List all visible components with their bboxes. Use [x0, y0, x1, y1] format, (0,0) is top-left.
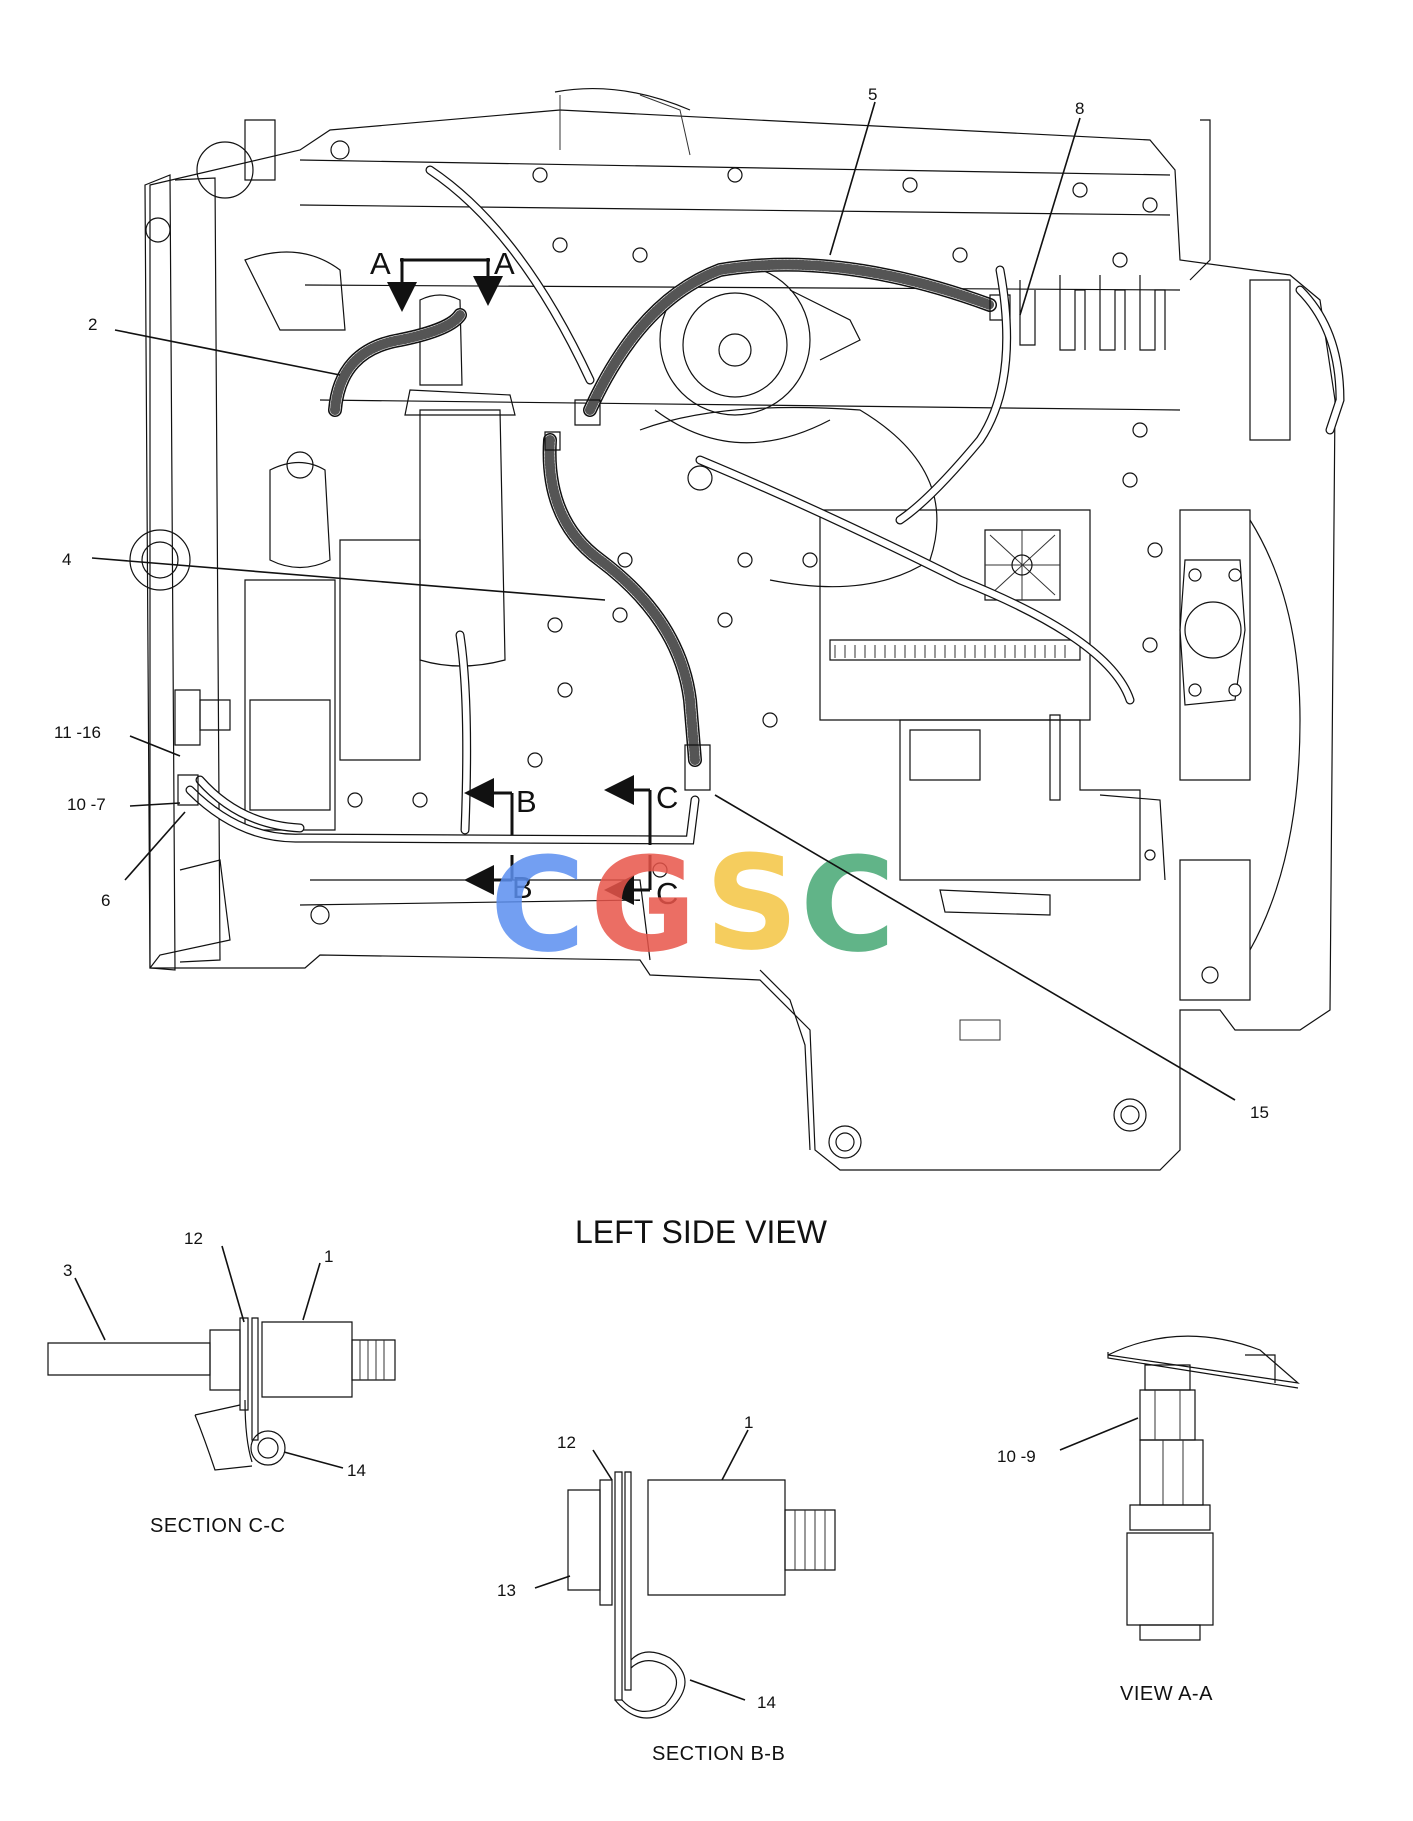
cooling-fins	[1019, 275, 1166, 351]
section-marker-a-right: A	[494, 246, 515, 281]
section-marker-b-upper: B	[516, 784, 537, 819]
callout-11-16: 11 -16	[54, 723, 101, 742]
section-b-b-detail	[567, 1471, 836, 1719]
section-c-c-leaders	[74, 1245, 344, 1469]
view-a-a-detail	[1107, 1335, 1300, 1641]
callout-10-7: 10 -7	[67, 795, 106, 814]
watermark-letter-3: S	[705, 827, 799, 979]
callout-5: 5	[868, 85, 877, 104]
caption-section-b-b: SECTION B-B	[652, 1743, 785, 1765]
callout-13: 13	[497, 1581, 516, 1600]
callout-3: 3	[63, 1261, 72, 1280]
view-title: LEFT SIDE VIEW	[575, 1214, 828, 1250]
section-markers	[387, 258, 652, 905]
callout-8: 8	[1075, 99, 1084, 118]
section-marker-c-upper: C	[656, 780, 678, 815]
head-bolts	[330, 140, 1158, 268]
engine-illustration	[129, 88, 1336, 1171]
block-bolts	[347, 422, 1163, 878]
section-b-b-leaders	[534, 1429, 749, 1701]
callout-14-cc: 14	[347, 1461, 366, 1480]
section-marker-b-lower: B	[512, 870, 533, 905]
ecm-module	[819, 509, 1091, 721]
callout-1-bb: 1	[744, 1413, 753, 1432]
watermark-letter-4: C	[800, 829, 895, 981]
callout-12-bb: 12	[557, 1433, 576, 1452]
callout-2: 2	[88, 315, 97, 334]
caption-view-a-a: VIEW A-A	[1120, 1683, 1213, 1705]
watermark-letter-1: C	[490, 829, 585, 981]
oil-filter	[269, 461, 331, 569]
callout-4: 4	[62, 550, 71, 569]
callout-12-cc: 12	[184, 1229, 203, 1248]
callout-10-9: 10 -9	[997, 1447, 1036, 1466]
callout-leaders	[91, 101, 1236, 1101]
section-marker-a-left: A	[370, 246, 391, 281]
callout-1-cc: 1	[324, 1247, 333, 1266]
view-a-a-leaders	[1059, 1417, 1139, 1451]
starter-motor	[899, 714, 1166, 916]
section-marker-c-lower: C	[656, 876, 678, 911]
callout-14-bb: 14	[757, 1693, 776, 1712]
section-c-c-detail	[47, 1317, 396, 1471]
callout-6: 6	[101, 891, 110, 910]
fuel-filter	[404, 294, 516, 667]
watermark-letter-2: G	[590, 829, 697, 981]
callout-15: 15	[1250, 1103, 1269, 1122]
cgsc-watermark: C G S C	[490, 827, 895, 981]
caption-section-c-c: SECTION C-C	[150, 1515, 286, 1537]
fuel-lines	[174, 165, 1345, 845]
